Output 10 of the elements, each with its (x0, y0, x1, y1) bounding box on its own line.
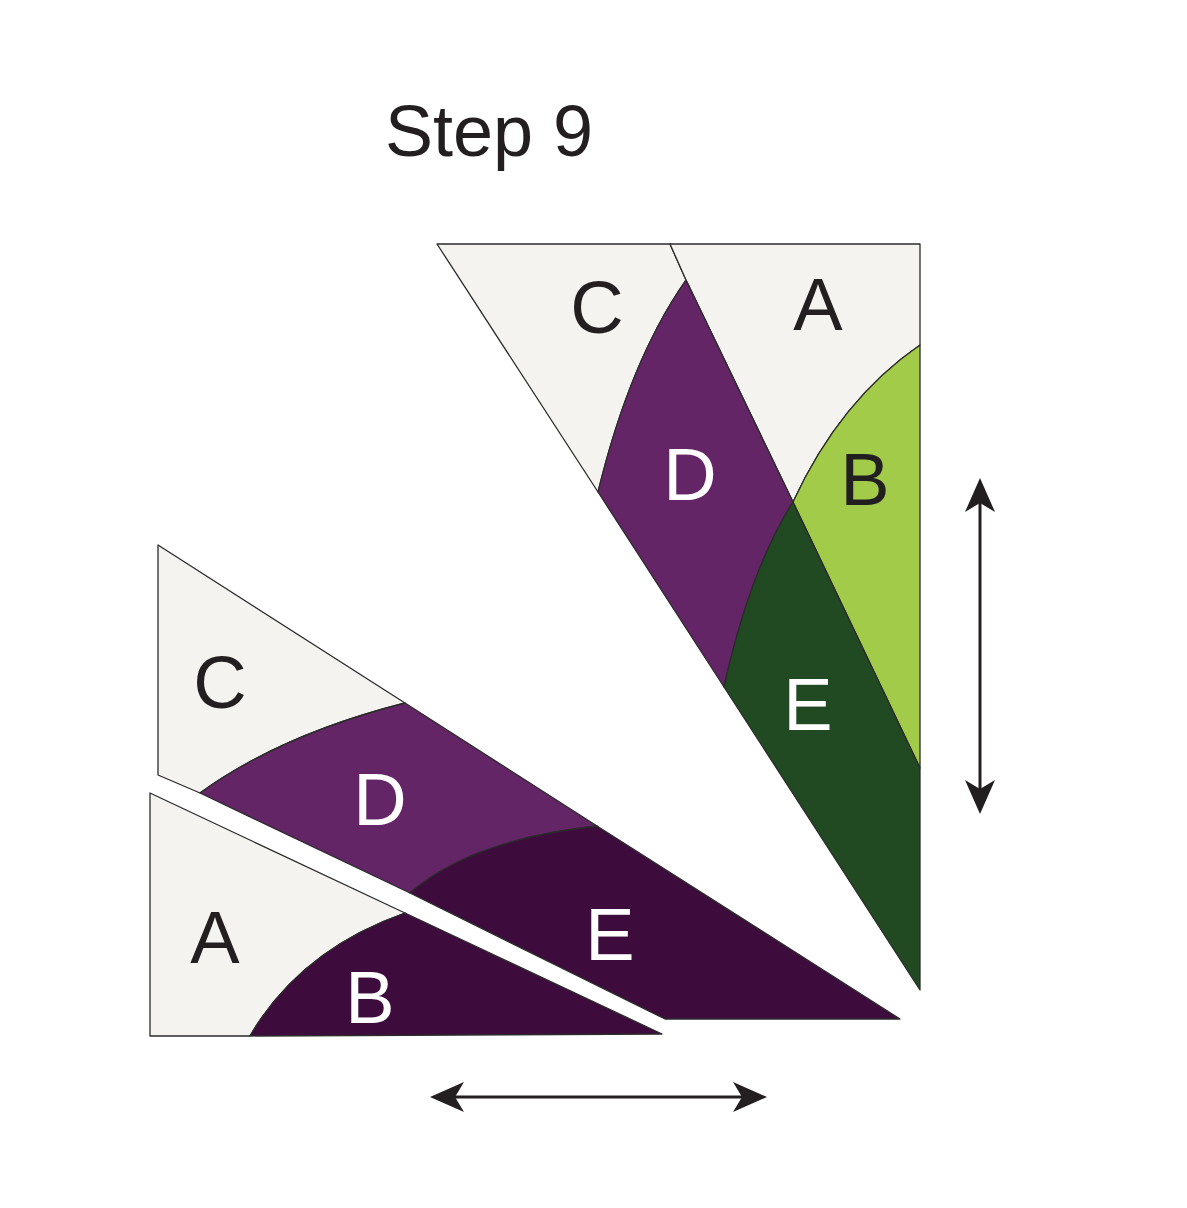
piece-letter: C (193, 646, 247, 720)
piece-letter: A (793, 268, 843, 342)
piece-letter: E (585, 898, 635, 972)
piece-letter: A (190, 901, 240, 975)
piece-letter: D (353, 763, 407, 837)
piece-letter: B (345, 961, 395, 1035)
piece-letter: B (840, 443, 890, 517)
piece-letter: C (570, 271, 624, 345)
piece-letter: E (783, 668, 833, 742)
piece-letter: D (663, 438, 717, 512)
